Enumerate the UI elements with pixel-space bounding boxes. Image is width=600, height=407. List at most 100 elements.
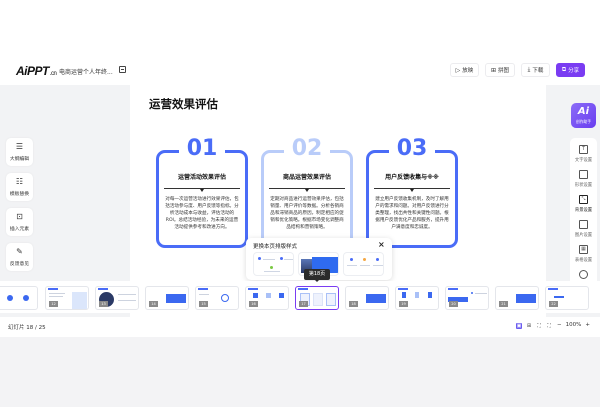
document-title[interactable]: 电商运营个人年终... <box>59 69 113 76</box>
dot-marker <box>270 266 273 269</box>
view-mode-buttons: ▣ ⊞ ⛶ ⛶ <box>516 323 552 329</box>
zoom-control: − 100% + <box>557 322 590 328</box>
template-replace-button[interactable]: ☷ 模板替换 <box>6 173 33 201</box>
popup-title: 更换本页排版样式 <box>253 244 298 250</box>
outline-edit-button[interactable]: ☰ 大纲编辑 <box>6 138 33 166</box>
background-settings-button[interactable]: ⤡ 背景设置 <box>574 195 593 213</box>
ai-assistant-button[interactable]: Ai 创作助手 <box>571 103 596 128</box>
thumbnail-18[interactable]: 18 <box>345 286 389 310</box>
status-bar: 幻灯片 18 / 25 ▣ ⊞ ⛶ ⛶ − 100% + <box>0 317 600 337</box>
zoom-in-button[interactable]: + <box>585 322 590 328</box>
card-divider <box>374 188 450 189</box>
thumb-title <box>98 288 108 290</box>
grid-view-icon[interactable]: ⊞ <box>526 323 532 329</box>
thumb-shape <box>402 292 406 298</box>
card-3[interactable]: 03 用户反馈收集与※※ 建立用户反馈收集机制，及时了解用户的需求和问题。对用户… <box>366 136 458 248</box>
outline-icon: ☰ <box>15 142 24 151</box>
feedback-button[interactable]: ✎ 反馈意见 <box>6 243 33 271</box>
dot-marker <box>363 258 366 261</box>
card-number: 02 <box>291 136 323 161</box>
play-button[interactable]: ▷放映 <box>450 63 479 77</box>
zoom-out-button[interactable]: − <box>557 322 562 328</box>
share-button[interactable]: ⧉分享 <box>556 63 585 77</box>
thumbnail-22[interactable]: 22 <box>545 286 589 310</box>
thumb-shape <box>516 294 536 303</box>
play-icon: ▷ <box>455 66 461 74</box>
thumbnail-19[interactable]: 19 <box>395 286 439 310</box>
card-body: 定期对商品进行运营效果评估，包括销量、用户评价等数据。分析各销商品和滞销商品的原… <box>270 197 344 230</box>
thumb-line <box>475 293 487 294</box>
puzzle-icon: ⊞ <box>490 66 496 74</box>
normal-view-icon[interactable]: ▣ <box>516 323 522 329</box>
thumbnail-17-selected[interactable]: 17 <box>295 286 339 310</box>
thumbnail-15[interactable]: 15 <box>195 286 239 310</box>
thumb-shape <box>471 292 473 294</box>
thumb-title <box>248 288 258 290</box>
thumb-shape <box>266 293 271 298</box>
layout-option-1[interactable] <box>253 252 294 276</box>
card-divider <box>269 188 345 189</box>
download-button[interactable]: ⤓下载 <box>521 63 550 77</box>
thumb-title <box>198 288 208 290</box>
card-body: 建立用户反馈收集机制，及时了解用户的需求和问题。对用户反馈进行分类整理，找出共性… <box>375 197 449 230</box>
share-icon: ⧉ <box>561 66 567 73</box>
arrow-down-icon <box>410 189 414 192</box>
layout-style-popup: 更换本页排版样式 × <box>246 238 392 280</box>
thumb-title <box>448 288 458 290</box>
background-icon: ⤡ <box>579 195 588 204</box>
card-heading: 用户反馈收集与※※ <box>385 174 439 181</box>
thumb-shape <box>279 293 284 298</box>
card-heading: 运营活动效果评估 <box>177 174 226 181</box>
shape-icon <box>579 170 588 179</box>
thumbnail-21[interactable]: 21 <box>495 286 539 310</box>
dot-marker <box>280 257 283 260</box>
aippt-logo[interactable]: AiPPT.cn <box>16 64 57 78</box>
image-settings-button[interactable]: 图片设置 <box>570 217 597 242</box>
thumb-shape <box>554 296 564 298</box>
thumb-shape <box>166 294 186 303</box>
text-line <box>373 265 383 266</box>
number-backdrop <box>284 144 330 156</box>
fit-view-icon[interactable]: ⛶ <box>537 323 541 329</box>
slide-title[interactable]: 运营效果评估 <box>149 97 218 111</box>
insert-element-button[interactable]: ⊡ 插入元素 <box>6 208 33 236</box>
card-divider <box>164 188 240 189</box>
save-icon[interactable] <box>119 66 126 73</box>
shape-settings-button[interactable]: 形状设置 <box>570 167 597 192</box>
template-icon: ☷ <box>15 177 24 186</box>
download-icon: ⤓ <box>527 66 531 73</box>
card-2[interactable]: 02 商品运营效果评估 定期对商品进行运营效果评估，包括销量、用户评价等数据。分… <box>261 136 353 248</box>
table-icon: ▦ <box>579 245 588 254</box>
page-tooltip: 第18页 <box>304 269 330 282</box>
thumbnail-12[interactable]: 12 <box>45 286 89 310</box>
dot-marker <box>258 257 261 260</box>
text-line <box>263 259 275 260</box>
feedback-icon: ✎ <box>16 247 23 256</box>
card-1[interactable]: 01 运营活动效果评估 对每一次运营活动进行效果评估，包括活动参与度、用户反馈等… <box>156 136 248 248</box>
thumbnail-13[interactable]: 13 <box>95 286 139 310</box>
card-number: 03 <box>396 136 428 161</box>
thumb-shape <box>7 295 13 301</box>
right-toolbar: T 文字设置 形状设置 ⤡ 背景设置 图片设置 ▦ 表格设置 图表设置 <box>570 138 597 292</box>
thumb-line <box>118 294 136 295</box>
thumbnail-16[interactable]: 16 <box>245 286 289 310</box>
text-line <box>360 265 370 266</box>
thumb-line <box>199 294 209 295</box>
layout-option-3[interactable] <box>343 252 384 276</box>
thumbnail-14[interactable]: 14 <box>145 286 189 310</box>
image-icon <box>579 220 588 229</box>
close-icon[interactable]: × <box>378 240 385 249</box>
dot-marker <box>376 258 379 261</box>
text-line <box>284 259 293 260</box>
background-area <box>0 337 600 407</box>
table-settings-button[interactable]: ▦ 表格设置 <box>574 245 593 263</box>
arrow-down-icon <box>305 189 309 192</box>
fullscreen-icon[interactable]: ⛶ <box>547 323 551 329</box>
puzzle-button[interactable]: ⊞拼图 <box>485 63 515 77</box>
thumb-shape <box>448 297 468 302</box>
thumbnail-11[interactable] <box>0 286 38 310</box>
text-settings-button[interactable]: T 文字设置 <box>574 145 593 163</box>
thumbnail-20[interactable]: 20 <box>445 286 489 310</box>
thumb-shape <box>253 293 258 298</box>
number-backdrop <box>179 144 225 156</box>
